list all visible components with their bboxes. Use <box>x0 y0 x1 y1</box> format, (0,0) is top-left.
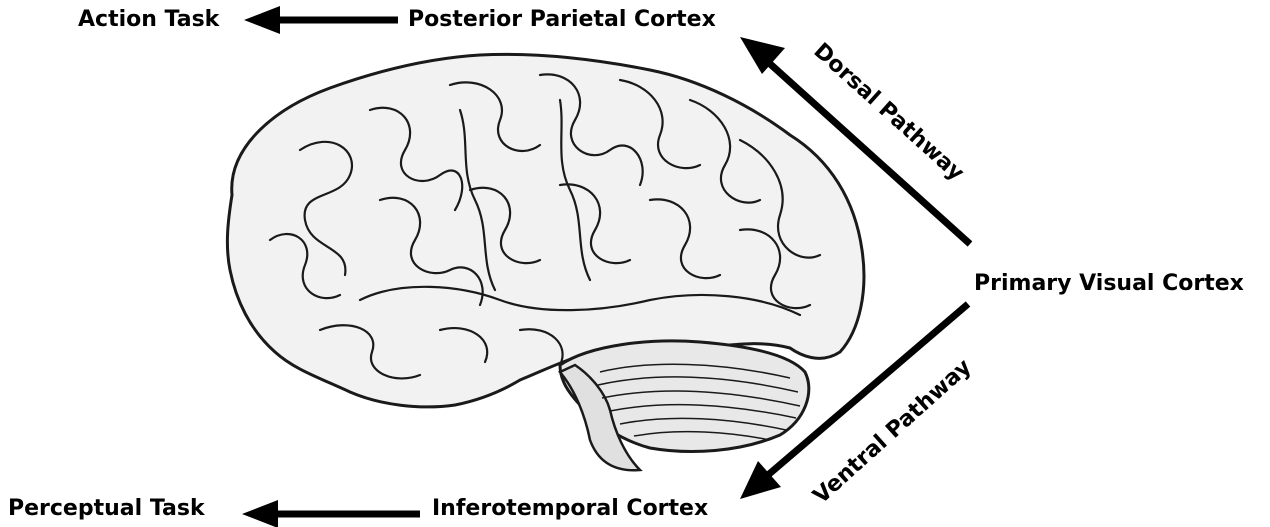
inferotemporal-label: Inferotemporal Cortex <box>432 498 708 520</box>
brain-illustration <box>227 54 864 470</box>
arrow-perceptual-head <box>242 500 278 527</box>
arrow-action-head <box>244 6 280 34</box>
posterior-parietal-label: Posterior Parietal Cortex <box>408 9 716 31</box>
action-task-label: Action Task <box>78 9 219 31</box>
perceptual-task-label: Perceptual Task <box>8 498 205 520</box>
primary-visual-label: Primary Visual Cortex <box>974 273 1244 295</box>
